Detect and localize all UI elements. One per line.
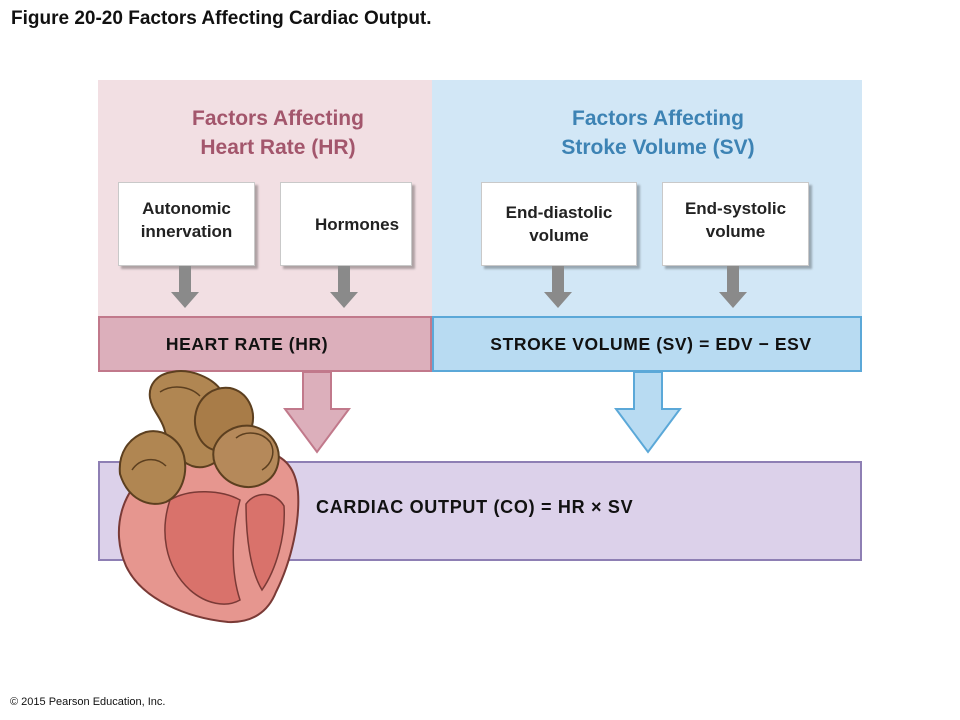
factor-label: End-diastolic volume <box>505 203 613 245</box>
heart-rate-label: HEART RATE (HR) <box>165 333 329 354</box>
stroke-volume-bar: STROKE VOLUME (SV) = EDV − ESV <box>432 316 862 372</box>
factor-label: End-systolic volume <box>684 199 787 241</box>
arrow-down-icon <box>544 266 572 308</box>
factor-label: Hormones <box>314 214 400 234</box>
arrow-down-icon <box>283 371 351 454</box>
arrow-down-icon <box>171 266 199 308</box>
arrow-down-icon <box>719 266 747 308</box>
arrow-down-icon <box>330 266 358 308</box>
stroke-volume-label: STROKE VOLUME (SV) = EDV − ESV <box>490 333 812 354</box>
factor-label: Autonomic innervation <box>140 199 233 241</box>
factor-end-systolic-volume: End-systolic volume <box>662 182 809 266</box>
factor-end-diastolic-volume: End-diastolic volume <box>481 182 637 266</box>
figure-title: Figure 20-20 Factors Affecting Cardiac O… <box>11 8 432 29</box>
arrow-down-icon <box>614 371 682 454</box>
heart-rate-panel-title: Factors Affecting Heart Rate (HR) <box>192 107 364 159</box>
heart-rate-bar: HEART RATE (HR) <box>98 316 432 372</box>
stroke-volume-panel-title: Factors Affecting Stroke Volume (SV) <box>561 107 755 159</box>
cardiac-output-label: CARDIAC OUTPUT (CO) = HR × SV <box>316 497 634 517</box>
factor-autonomic-innervation: Autonomic innervation <box>118 182 255 266</box>
factor-hormones: Hormones <box>280 182 412 266</box>
copyright-notice: © 2015 Pearson Education, Inc. <box>10 696 166 708</box>
